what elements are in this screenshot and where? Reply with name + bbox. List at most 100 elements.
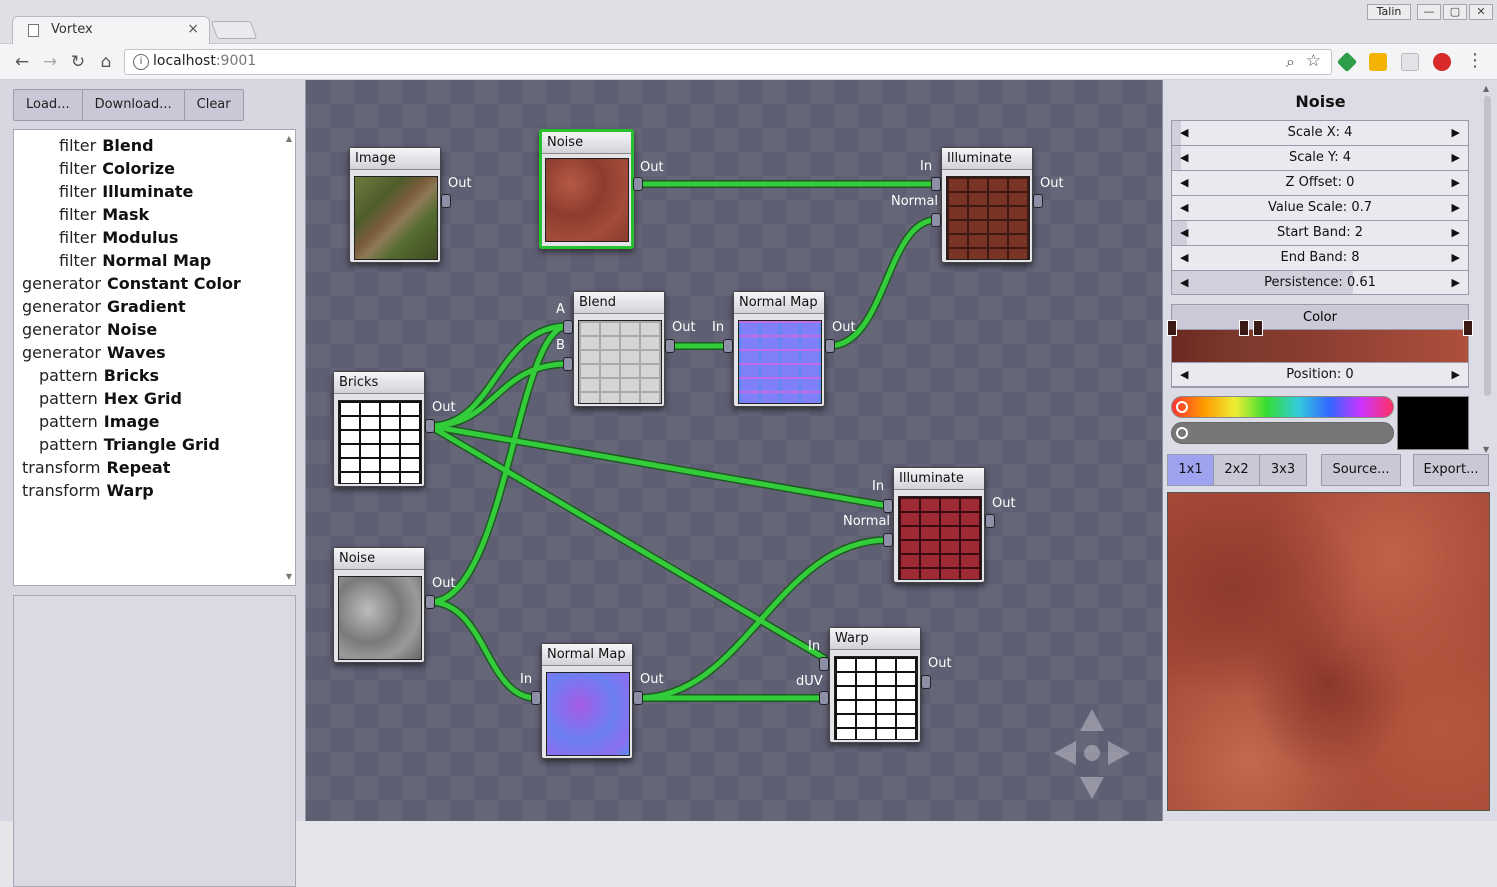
load-button[interactable]: Load...: [14, 90, 83, 120]
arrow-left-icon[interactable]: ◀: [1180, 226, 1189, 239]
graph-canvas[interactable]: Image Out Noise Out Illuminate In Normal…: [306, 80, 1162, 821]
arrow-left-icon[interactable]: ◀: [1180, 151, 1189, 164]
scroll-up-icon[interactable]: ▲: [285, 134, 292, 143]
export-button[interactable]: Export...: [1413, 454, 1489, 486]
arrow-left-icon[interactable]: ◀: [1180, 201, 1189, 214]
pan-down-icon[interactable]: [1080, 777, 1104, 799]
gradient-stop[interactable]: [1167, 320, 1177, 336]
node-image[interactable]: Image: [349, 147, 441, 263]
output-port[interactable]: [633, 177, 643, 191]
hue-slider[interactable]: [1171, 396, 1394, 418]
maximize-button[interactable]: ▢: [1443, 4, 1467, 20]
arrow-right-icon[interactable]: ▶: [1451, 226, 1460, 239]
arrow-left-icon[interactable]: ◀: [1180, 251, 1189, 264]
output-port[interactable]: [441, 194, 451, 208]
pan-center-icon[interactable]: [1084, 745, 1100, 761]
node-illuminate-top[interactable]: Illuminate: [941, 147, 1033, 263]
scroll-down-icon[interactable]: ▼: [285, 572, 292, 581]
scroll-up-icon[interactable]: ▲: [1483, 84, 1490, 93]
value-slider[interactable]: [1171, 422, 1394, 444]
node-bricks[interactable]: Bricks: [333, 371, 425, 487]
url-text[interactable]: localhost:9001: [153, 53, 257, 69]
input-port[interactable]: [819, 657, 829, 671]
output-port[interactable]: [633, 691, 643, 705]
gradient-stop[interactable]: [1239, 320, 1249, 336]
arrow-right-icon[interactable]: ▶: [1451, 201, 1460, 214]
position-slider[interactable]: ◀ Position: 0 ▶: [1171, 362, 1469, 387]
arrow-left-icon[interactable]: ◀: [1180, 176, 1189, 189]
input-port[interactable]: [531, 691, 541, 705]
zoom-icon[interactable]: ⌕: [1286, 52, 1295, 71]
arrow-left-icon[interactable]: ◀: [1180, 276, 1189, 289]
profile-name[interactable]: Talin: [1367, 4, 1411, 20]
window-close-button[interactable]: ✕: [1469, 4, 1493, 20]
site-info-icon[interactable]: i: [133, 54, 149, 70]
node-blend[interactable]: Blend: [573, 291, 665, 407]
scroll-thumb[interactable]: [1484, 96, 1491, 396]
arrow-right-icon[interactable]: ▶: [1451, 251, 1460, 264]
param-slider-start-band[interactable]: ◀ Start Band: 2 ▶: [1171, 220, 1469, 245]
clear-button[interactable]: Clear: [184, 90, 243, 120]
param-slider-z-offset[interactable]: ◀ Z Offset: 0 ▶: [1171, 170, 1469, 195]
extension-green-icon[interactable]: [1336, 51, 1358, 73]
arrow-left-icon[interactable]: ◀: [1180, 126, 1189, 139]
browser-tab-vortex[interactable]: Vortex ×: [12, 16, 210, 44]
input-port[interactable]: [563, 320, 573, 334]
extension-yellow-icon[interactable]: [1369, 53, 1387, 71]
input-port[interactable]: [883, 499, 893, 513]
input-port[interactable]: [883, 533, 893, 547]
minimize-button[interactable]: —: [1417, 4, 1441, 20]
param-slider-end-band[interactable]: ◀ End Band: 8 ▶: [1171, 245, 1469, 270]
slider-knob[interactable]: [1176, 401, 1188, 413]
tile-2x2-button[interactable]: 2x2: [1214, 455, 1260, 485]
arrow-left-icon[interactable]: ◀: [1180, 368, 1189, 381]
input-port[interactable]: [723, 339, 733, 353]
tab-close-icon[interactable]: ×: [187, 21, 199, 37]
tile-3x3-button[interactable]: 3x3: [1260, 455, 1306, 485]
output-port[interactable]: [425, 419, 435, 433]
gradient-stop[interactable]: [1253, 320, 1263, 336]
node-normal-map-top[interactable]: Normal Map: [733, 291, 825, 407]
pan-up-icon[interactable]: [1080, 709, 1104, 731]
node-noise-bottom[interactable]: Noise: [333, 547, 425, 663]
param-slider-scale-x[interactable]: ◀ Scale X: 4 ▶: [1171, 120, 1469, 145]
arrow-right-icon[interactable]: ▶: [1451, 151, 1460, 164]
slider-knob[interactable]: [1176, 427, 1188, 439]
pan-left-icon[interactable]: [1054, 741, 1076, 765]
param-slider-scale-y[interactable]: ◀ Scale Y: 4 ▶: [1171, 145, 1469, 170]
input-port[interactable]: [931, 177, 941, 191]
extension-gray-icon[interactable]: [1401, 53, 1419, 71]
back-arrow-icon[interactable]: ←: [14, 52, 30, 72]
new-tab-button[interactable]: [210, 21, 258, 39]
output-port[interactable]: [1033, 194, 1043, 208]
home-icon[interactable]: ⌂: [100, 52, 112, 72]
inspector-scrollbar[interactable]: ▲ ▼: [1480, 84, 1494, 454]
node-noise-selected[interactable]: Noise: [539, 129, 634, 249]
output-port[interactable]: [665, 339, 675, 353]
scroll-down-icon[interactable]: ▼: [1483, 445, 1490, 454]
pan-right-icon[interactable]: [1108, 741, 1130, 765]
forward-arrow-icon[interactable]: →: [42, 52, 58, 72]
param-slider-persistence[interactable]: ◀ Persistence: 0.61 ▶: [1171, 270, 1469, 295]
extension-red-icon[interactable]: [1433, 53, 1451, 71]
output-port[interactable]: [425, 595, 435, 609]
arrow-right-icon[interactable]: ▶: [1451, 126, 1460, 139]
output-port[interactable]: [985, 514, 995, 528]
node-warp[interactable]: Warp: [829, 627, 921, 743]
address-bar[interactable]: i localhost:9001 ⌕ ☆: [124, 49, 1332, 75]
arrow-right-icon[interactable]: ▶: [1451, 176, 1460, 189]
input-port[interactable]: [931, 213, 941, 227]
